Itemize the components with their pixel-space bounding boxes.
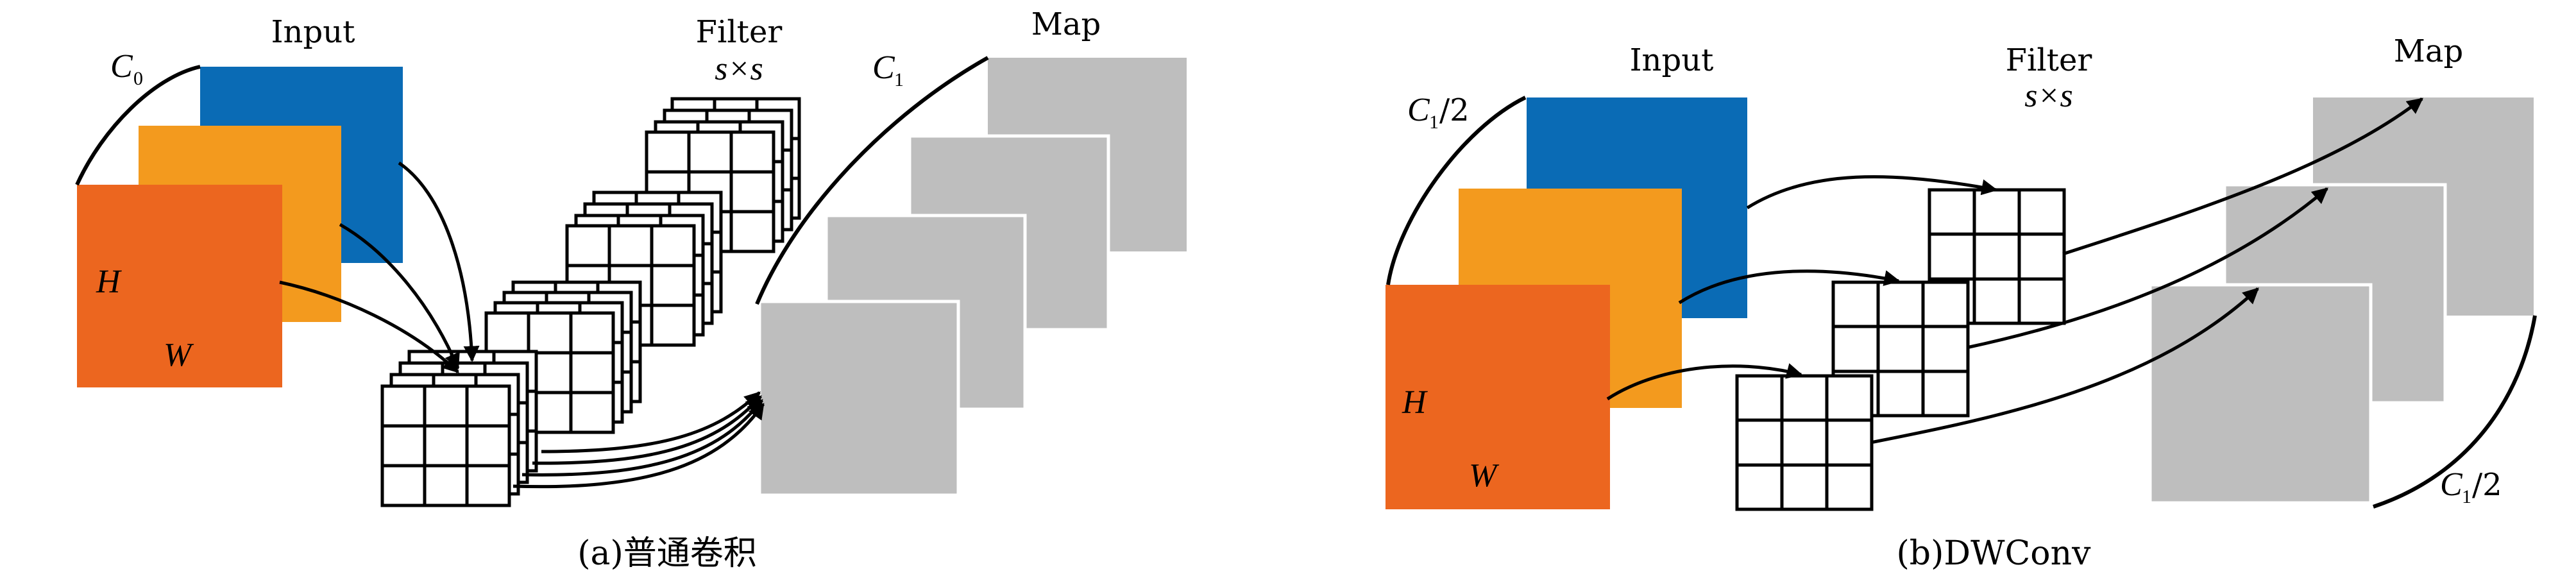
input-channel-red [77,185,282,387]
filter-stack-1 [382,352,536,505]
output-map-1 [758,300,960,497]
arrow-red-to-filter-3 [1606,363,1803,401]
arrow-filter-to-map-4 [541,391,761,453]
c1-half-top-tail: /2 [1439,92,1470,128]
channel-depth-curve-c1-half-bottom [2373,315,2537,509]
arrow-blue-to-filter [398,161,480,362]
filter-3 [1737,376,1872,509]
caption-b: (b)DWConv [1897,534,2092,573]
c1-half-top-subscript: 1 [1429,112,1439,133]
arrow-filter-2-to-map-2 [1966,187,2328,350]
c1-subscript: 1 [894,69,904,90]
arrow-filter-to-map-2 [521,399,763,477]
arrow-filter-1-to-map-3 [2062,97,2423,256]
filter-label: Filter [696,14,783,50]
h-label: H [96,264,122,300]
channel-depth-curve-c1-half-top [1386,96,1527,285]
arrow-filter-to-map-1 [513,402,765,489]
filter-size-label: s×s [2024,78,2073,114]
map-label: Map [2394,33,2464,69]
channel-depth-curve-c0 [75,65,201,186]
filter-size-label: s×s [715,51,763,87]
filter-label: Filter [2006,42,2092,78]
w-label: W [1469,457,1500,494]
c0-subscript: 0 [133,68,143,89]
arrow-filter-to-map-3 [532,395,762,465]
arrow-red-to-filter [279,280,459,373]
c1-half-bottom-tail: /2 [2472,467,2502,503]
h-label: H [1402,384,1428,421]
channel-depth-curve-c1 [755,56,989,305]
arrow-blue-to-filter-1 [1746,175,1998,210]
arrow-orange-to-filter [339,223,460,370]
arrow-orange-to-filter-2 [1678,269,1901,305]
panel-a-standard-convolution: Input C 0 H W Filter s×s Map C 1 [75,6,1187,573]
c1-half-bottom-label: C [2440,466,2463,503]
arrow-filter-3-to-map-1 [1870,287,2259,445]
panel-b-depthwise-convolution: Input C 1 /2 H W Filter s×s Map C 1 /2 (… [1385,33,2537,573]
c1-label: C [872,49,895,86]
input-label: Input [1630,42,1714,78]
c1-half-top-label: C [1407,92,1430,128]
input-channel-red [1385,285,1610,509]
map-label: Map [1031,6,1101,42]
w-label: W [164,337,194,373]
input-label: Input [271,14,355,50]
c0-label: C [110,48,133,85]
output-map-1 [2148,283,2373,505]
caption-a: (a)普通卷积 [577,534,757,573]
c1-half-bottom-subscript: 1 [2462,486,2471,507]
